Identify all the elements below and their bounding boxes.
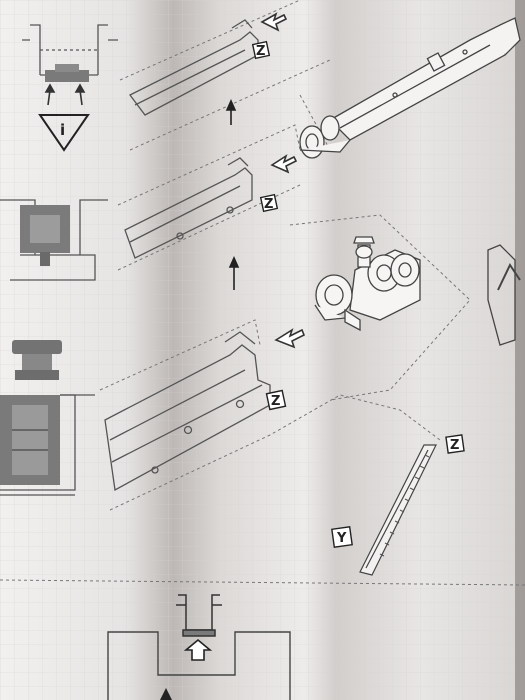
table-edge [515,0,525,700]
warning-triangle-icon: i [38,114,90,152]
gear-rack-illustration [359,444,437,576]
top-left-part-cap [55,64,79,72]
damper-arm-illustration [328,17,521,141]
track-profile-illustration [104,19,271,492]
step-marker-4-label: Z [450,438,459,453]
warning-mark: i [60,121,65,139]
step-marker-3-label: Z [271,394,280,409]
mid-left-screw [40,252,50,266]
step-marker-2-label: Z [264,197,273,212]
step-marker-5-label: Y [336,531,347,546]
right-edge-part [487,244,521,346]
up-arrow-icon [44,83,86,106]
mid-left-block-inner [30,215,60,243]
step-marker-5: Y [331,526,353,548]
step-marker-1-label: Z [256,44,265,59]
insert-arrow-icon [260,12,306,349]
step-marker-3: Z [265,389,287,411]
bottom-track-profile [176,594,222,637]
step-marker-1: Z [251,40,271,60]
up-arrow-icon [160,638,213,700]
lower-left-part [0,340,62,485]
step-marker-4: Z [445,434,465,454]
bottom-frame [107,631,291,700]
up-arrow-icon [225,99,240,290]
lower-left-profile [0,394,95,496]
step-marker-2: Z [259,193,279,213]
damper-wheel-illustration [299,115,351,159]
top-left-part [45,70,89,82]
roller-carriage-illustration [314,236,421,332]
